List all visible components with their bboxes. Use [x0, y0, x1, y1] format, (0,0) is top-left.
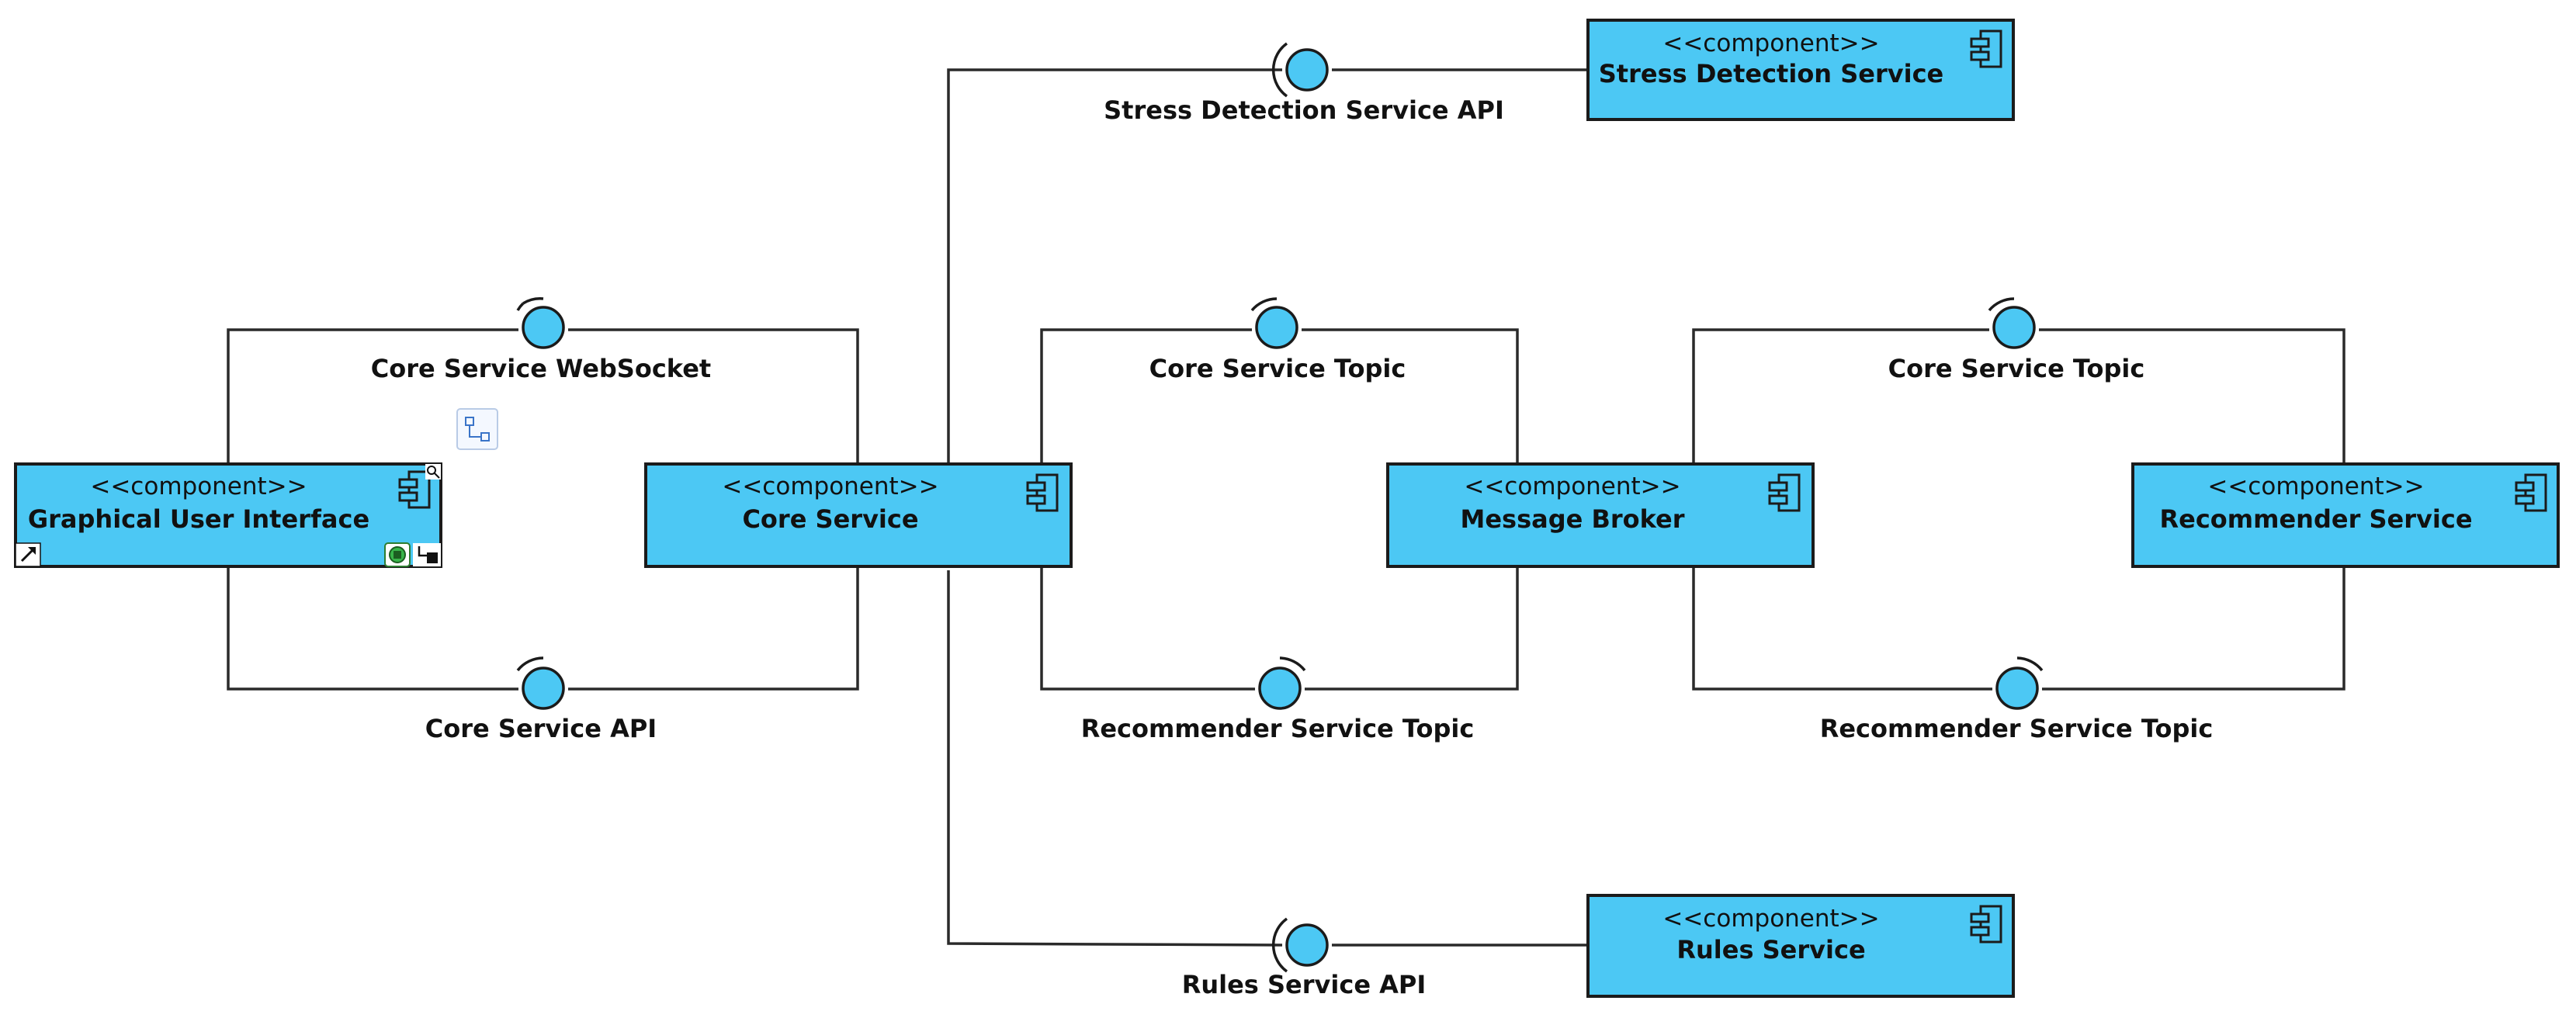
- component-recommender-service[interactable]: <<component>> Recommender Service: [2131, 462, 2560, 568]
- interface-rules-api[interactable]: Rules Service API: [1182, 917, 1427, 999]
- component-stress-detection-service[interactable]: <<component>> Stress Detection Service: [1586, 19, 2015, 121]
- component-stereotype: <<component>>: [722, 473, 938, 500]
- interface-label: Recommender Service Topic: [1081, 714, 1475, 743]
- connector-tool-icon[interactable]: [456, 408, 498, 450]
- component-icon: [398, 470, 431, 509]
- component-name: Message Broker: [1460, 504, 1684, 534]
- connector-rec-topic1-right: [1305, 566, 1519, 691]
- component-message-broker[interactable]: <<component>> Message Broker: [1386, 462, 1815, 568]
- connector-rec-topic2-left: [1692, 566, 1992, 691]
- connector-core-topic2-left: [1692, 328, 1989, 464]
- interface-label: Rules Service API: [1182, 970, 1427, 999]
- component-core-service[interactable]: <<component>> Core Service: [644, 462, 1073, 568]
- component-rules-service[interactable]: <<component>> Rules Service: [1586, 894, 2015, 998]
- component-stereotype: <<component>>: [1662, 905, 1879, 933]
- connector-core-topic1-left: [1040, 328, 1252, 464]
- interface-label: Core Service Topic: [1888, 354, 2145, 383]
- magnifier-icon[interactable]: [425, 464, 441, 480]
- connector-core-api: [568, 566, 859, 691]
- component-name: Graphical User Interface: [28, 504, 369, 534]
- interface-recommender-topic-1[interactable]: Recommender Service Topic: [1081, 656, 1475, 743]
- component-name: Stress Detection Service: [1599, 59, 1944, 88]
- component-name: Recommender Service: [2159, 504, 2472, 534]
- component-name: Core Service: [742, 504, 918, 534]
- connector-rec-topic2-right: [2042, 566, 2345, 691]
- green-component-badge-icon[interactable]: [384, 542, 411, 567]
- interface-recommender-topic-2[interactable]: Recommender Service Topic: [1820, 656, 2214, 743]
- component-icon: [1970, 29, 2002, 68]
- connector-core-topic2-right: [2039, 328, 2345, 464]
- component-icon: [1768, 473, 1801, 512]
- interface-core-topic-1[interactable]: Core Service Topic: [1149, 297, 1406, 383]
- connector-gui-api: [227, 566, 518, 691]
- interface-label: Recommender Service Topic: [1820, 714, 2214, 743]
- connector-core-stress: [947, 68, 1282, 467]
- shortcut-arrow-icon[interactable]: [15, 542, 41, 567]
- connector-handle-icon[interactable]: [413, 543, 441, 566]
- interface-core-websocket[interactable]: Core Service WebSocket: [371, 297, 711, 383]
- component-icon: [1026, 473, 1059, 512]
- interface-label: Core Service API: [425, 714, 657, 743]
- interface-core-topic-2[interactable]: Core Service Topic: [1888, 297, 2145, 383]
- connector-core-ws: [568, 328, 859, 464]
- connector-gui-ws: [227, 328, 518, 464]
- component-icon: [2515, 473, 2547, 512]
- interface-stress-api[interactable]: Stress Detection Service API: [1104, 42, 1504, 125]
- component-graphical-user-interface[interactable]: <<component>> Graphical User Interface: [14, 462, 442, 568]
- component-icon: [1970, 905, 2002, 944]
- component-stereotype: <<component>>: [2207, 473, 2424, 500]
- component-name: Rules Service: [1676, 935, 1865, 964]
- component-stereotype: <<component>>: [1662, 29, 1879, 57]
- connector-rec-topic1-left: [1040, 566, 1255, 691]
- connector-core-topic1-right: [1302, 328, 1519, 464]
- component-stereotype: <<component>>: [90, 473, 307, 500]
- interface-label: Stress Detection Service API: [1104, 95, 1504, 125]
- interface-label: Core Service Topic: [1149, 354, 1406, 383]
- connector-core-rules: [947, 570, 1283, 947]
- interface-label: Core Service WebSocket: [371, 354, 711, 383]
- component-stereotype: <<component>>: [1464, 473, 1680, 500]
- interface-core-api[interactable]: Core Service API: [425, 656, 657, 743]
